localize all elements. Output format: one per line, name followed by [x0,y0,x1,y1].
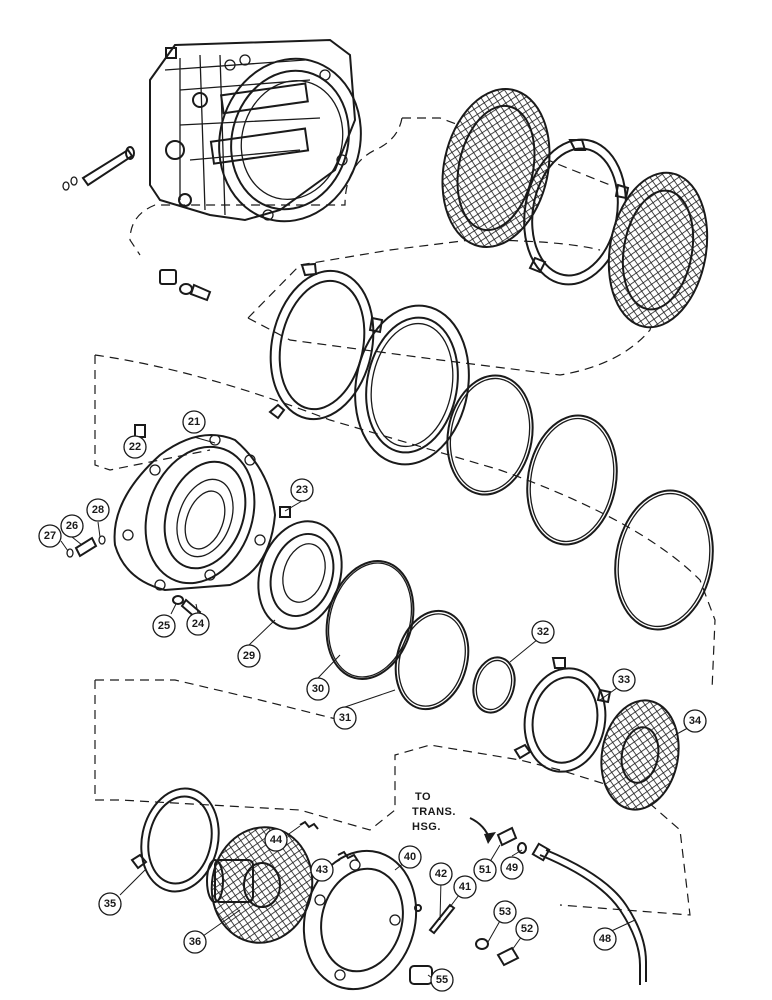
lower-plates [130,657,680,893]
hub-and-cover [206,817,647,991]
callout-30: 30 [306,677,330,701]
clutch-housing [62,38,362,302]
callout-48-label: 48 [599,933,611,945]
trans-hsg-note: TO TRANS. HSG. [412,791,456,833]
callout-49: 49 [500,856,524,880]
callout-49-label: 49 [506,862,518,874]
callout-28: 28 [86,498,110,522]
callout-28-label: 28 [92,504,104,516]
callout-55: 55 [430,968,454,992]
callout-42-label: 42 [435,868,447,880]
callout-36-label: 36 [189,936,201,948]
callout-52: 52 [515,917,539,941]
callout-24-label: 24 [192,618,205,630]
callout-31: 31 [333,706,357,730]
callout-35: 35 [98,892,122,916]
callout-25-label: 25 [158,620,170,632]
callout-23-label: 23 [296,484,308,496]
pump-housing [66,424,291,620]
callout-24: 24 [186,612,210,636]
callout-23: 23 [290,478,314,502]
callout-33: 33 [612,668,636,692]
callout-55-label: 55 [436,974,448,986]
callout-48: 48 [593,927,617,951]
callout-26-label: 26 [66,520,78,532]
callout-51-label: 51 [479,864,491,876]
callout-41: 41 [453,875,477,899]
note-line-2: TRANS. [412,806,456,818]
callout-43: 43 [310,858,334,882]
callout-34-label: 34 [689,715,702,727]
callout-25: 25 [152,614,176,638]
top-friction-plates [441,88,709,329]
callout-36: 36 [183,930,207,954]
callout-35-label: 35 [104,898,116,910]
callout-21-label: 21 [188,416,200,428]
middle-plates [268,262,714,631]
callout-32: 32 [531,620,555,644]
callout-40-label: 40 [404,851,416,863]
callout-33-label: 33 [618,674,630,686]
callout-27-label: 27 [44,530,56,542]
callout-53: 53 [493,900,517,924]
note-line-1: TO [415,791,431,803]
callout-40: 40 [398,845,422,869]
seal-rings [257,520,516,714]
callout-22-label: 22 [129,441,141,453]
callout-26: 26 [60,514,84,538]
callout-21: 21 [182,410,206,434]
callout-34: 34 [683,709,707,733]
callout-44: 44 [264,828,288,852]
callout-30-label: 30 [312,683,324,695]
callout-29: 29 [237,644,261,668]
callout-53-label: 53 [499,906,511,918]
callout-32-label: 32 [537,626,549,638]
leader-lines [60,432,696,981]
callout-41-label: 41 [459,881,471,893]
callout-27: 27 [38,524,62,548]
callout-31-label: 31 [339,712,351,724]
callout-52-label: 52 [521,923,533,935]
callout-42: 42 [429,862,453,886]
callout-22: 22 [123,435,147,459]
callout-29-label: 29 [243,650,255,662]
callout-43-label: 43 [316,864,328,876]
callout-44-label: 44 [270,834,283,846]
callout-51: 51 [473,858,497,882]
note-line-3: HSG. [412,821,441,833]
